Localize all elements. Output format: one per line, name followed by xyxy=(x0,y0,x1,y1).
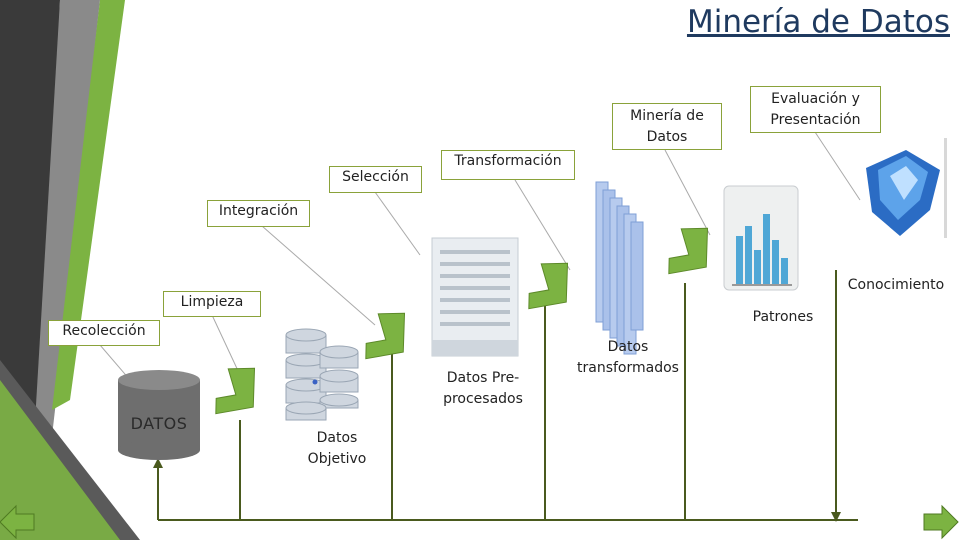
spreadsheet-icon xyxy=(431,237,519,357)
prev-slide-icon[interactable] xyxy=(0,504,35,540)
next-slide-icon[interactable] xyxy=(923,504,959,540)
step-mineria: Minería de Datos xyxy=(612,103,722,150)
connector-lines xyxy=(99,131,861,381)
timeline xyxy=(157,270,858,521)
step-seleccion: Selección xyxy=(329,166,422,193)
datos-objetivo-label: Datos Objetivo xyxy=(307,430,367,467)
green-arrow-icon xyxy=(668,227,709,275)
diamond-icon xyxy=(866,138,947,238)
step-limpieza: Limpieza xyxy=(163,291,261,317)
green-arrows xyxy=(215,227,709,415)
bar-chart-icon xyxy=(723,185,799,291)
green-arrow-icon xyxy=(365,312,406,360)
conocimiento-label: Conocimiento xyxy=(847,277,945,293)
green-corner xyxy=(0,380,120,540)
datos-transformados-label: Datos transformados xyxy=(577,339,679,376)
patrones-label: Patrones xyxy=(752,309,814,325)
green-arrow-icon xyxy=(528,262,569,310)
database-stack-icon xyxy=(285,328,359,421)
page-title: Minería de Datos xyxy=(686,4,950,40)
gray-stripe xyxy=(28,0,100,540)
green-stripe xyxy=(52,0,125,410)
step-transformacion: Transformación xyxy=(441,150,575,180)
datos-cylinder xyxy=(118,370,200,460)
green-arrow-icon xyxy=(215,367,256,415)
datos-label: DATOS xyxy=(130,414,188,433)
step-integracion: Integración xyxy=(207,200,310,227)
stacked-pages-icon xyxy=(595,181,644,355)
riser-arrowheads xyxy=(153,458,841,522)
datos-preprocesados-label: Datos Pre- procesados xyxy=(443,370,523,407)
step-recoleccion: Recolección xyxy=(48,320,160,346)
step-evaluacion: Evaluación y Presentación xyxy=(750,86,881,133)
